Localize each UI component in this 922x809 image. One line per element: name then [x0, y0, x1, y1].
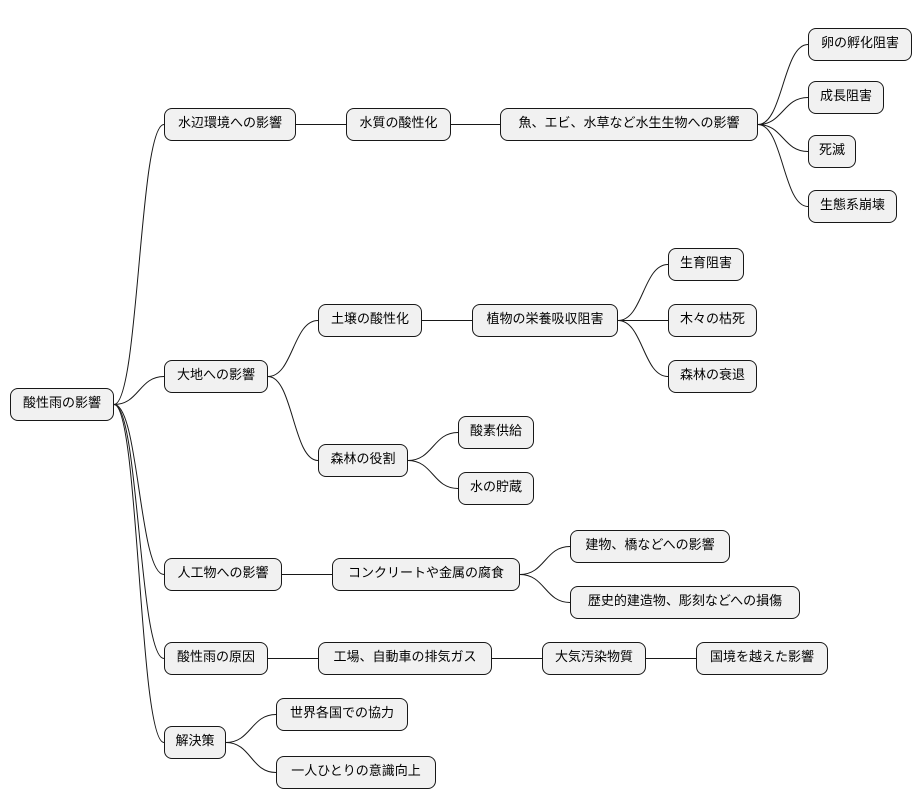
node-historic-damage: 歴史的建造物、彫刻などへの損傷 — [570, 586, 800, 619]
edge-root-land — [113, 376, 165, 405]
edge-aquatic-life-egg-hatching — [757, 44, 809, 125]
edge-root-solutions — [113, 404, 165, 743]
node-buildings-bridges: 建物、橋などへの影響 — [570, 530, 730, 563]
edge-aquatic-life-death — [757, 124, 809, 152]
edge-corrosion-buildings-bridges — [519, 546, 571, 575]
node-global-cooperation: 世界各国での協力 — [276, 698, 408, 731]
node-oxygen-supply: 酸素供給 — [458, 416, 534, 449]
node-water-storage: 水の貯蔵 — [458, 472, 534, 505]
node-artificial: 人工物への影響 — [164, 558, 282, 591]
edge-solutions-global-cooperation — [225, 714, 277, 743]
node-exhaust-gas: 工場、自動車の排気ガス — [318, 642, 492, 675]
node-forest-role: 森林の役割 — [318, 444, 408, 477]
edge-root-waterside — [113, 124, 165, 405]
node-root: 酸性雨の影響 — [10, 388, 114, 421]
node-growth-inhibition: 成長阻害 — [808, 81, 884, 114]
edge-solutions-individual-awareness — [225, 742, 277, 773]
edge-plant-nutrient-forest-decline — [617, 320, 669, 377]
node-cause: 酸性雨の原因 — [164, 642, 268, 675]
node-forest-decline: 森林の衰退 — [668, 360, 757, 393]
edge-aquatic-life-ecosystem-collapse — [757, 124, 809, 207]
edge-plant-nutrient-growth-impediment — [617, 264, 669, 321]
node-cross-border: 国境を越えた影響 — [696, 642, 828, 675]
edge-forest-role-water-storage — [407, 460, 459, 489]
node-solutions: 解決策 — [164, 726, 226, 759]
node-ecosystem-collapse: 生態系崩壊 — [808, 190, 897, 223]
node-air-pollutants: 大気汚染物質 — [542, 642, 646, 675]
node-egg-hatching: 卵の孵化阻害 — [808, 28, 912, 61]
edge-land-soil-acidification — [267, 320, 319, 377]
node-growth-impediment: 生育阻害 — [668, 248, 744, 281]
node-aquatic-life: 魚、エビ、水草など水生生物への影響 — [500, 108, 758, 141]
edge-forest-role-oxygen-supply — [407, 432, 459, 461]
node-waterside: 水辺環境への影響 — [164, 108, 296, 141]
edge-root-artificial — [113, 404, 165, 575]
edge-corrosion-historic-damage — [519, 574, 571, 603]
node-death: 死滅 — [808, 135, 856, 168]
edge-aquatic-life-growth-inhibition — [757, 97, 809, 125]
node-water-acidification: 水質の酸性化 — [346, 108, 451, 141]
edge-land-forest-role — [267, 376, 319, 461]
node-soil-acidification: 土壌の酸性化 — [318, 304, 422, 337]
node-corrosion: コンクリートや金属の腐食 — [332, 558, 520, 591]
edge-root-cause — [113, 404, 165, 659]
node-land: 大地への影響 — [164, 360, 268, 393]
node-tree-death: 木々の枯死 — [668, 304, 757, 337]
node-plant-nutrient: 植物の栄養吸収阻害 — [472, 304, 618, 337]
node-individual-awareness: 一人ひとりの意識向上 — [276, 756, 436, 789]
